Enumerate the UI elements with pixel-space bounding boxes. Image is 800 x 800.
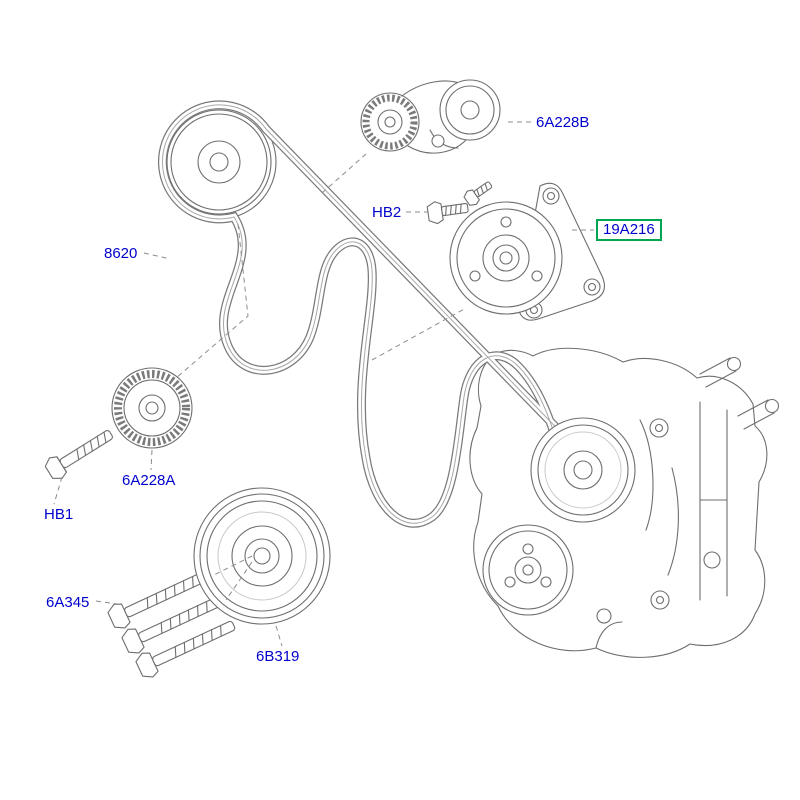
- part-label-HB1[interactable]: HB1: [44, 506, 74, 523]
- engine-pulleys: [482, 417, 636, 616]
- belt-idler-large-pulley: [161, 104, 277, 220]
- pump-assembly-19A216: [449, 182, 605, 321]
- part-label-6B319[interactable]: 6B319: [256, 648, 300, 665]
- crankshaft-pulley-6B319: [193, 487, 331, 625]
- coolant-pipe-stub: [699, 356, 780, 430]
- leader-lines: [53, 121, 594, 647]
- part-label-6A345[interactable]: 6A345: [46, 594, 90, 611]
- bolt-hb2: [426, 201, 469, 225]
- idler-pulley-6A228A: [111, 367, 193, 449]
- part-label-6A228A[interactable]: 6A228A: [122, 472, 176, 489]
- part-label-6A228B[interactable]: 6A228B: [536, 114, 590, 131]
- pump-mounting-bolt: [463, 181, 493, 206]
- part-label-19A216[interactable]: 19A216: [596, 219, 662, 241]
- part-label-HB2[interactable]: HB2: [372, 204, 402, 221]
- belt-tensioner: [360, 79, 501, 154]
- bolt-hb1: [44, 430, 113, 479]
- part-label-8620[interactable]: 8620: [104, 245, 138, 262]
